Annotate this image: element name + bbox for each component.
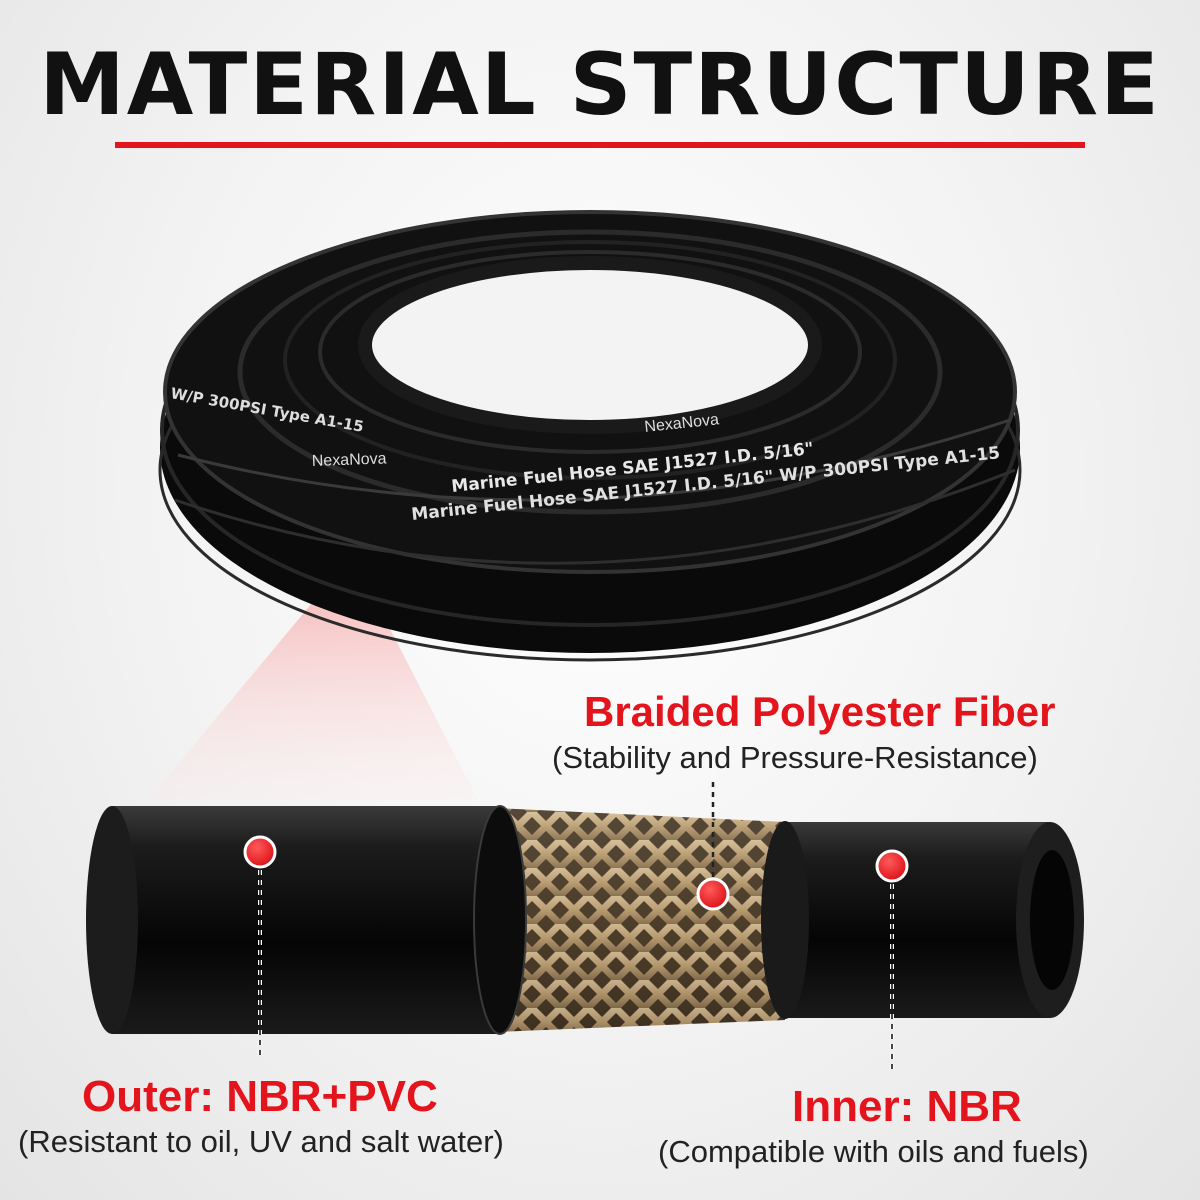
hose-brand-label: NexaNova	[312, 450, 387, 470]
inner-layer-description: (Compatible with oils and fuels)	[658, 1134, 1089, 1169]
outer-layer-description: (Resistant to oil, UV and salt water)	[18, 1124, 504, 1159]
outer-layer-marker	[243, 835, 277, 869]
inner-layer-name: Inner: NBR	[792, 1082, 1022, 1131]
inner-layer-marker	[875, 849, 909, 883]
outer-layer-name: Outer: NBR+PVC	[82, 1072, 438, 1121]
page-title: MATERIAL STRUCTURE	[39, 35, 1161, 135]
braid-layer-marker	[696, 877, 730, 911]
hose-coil	[158, 210, 1022, 662]
braid-layer-name: Braided Polyester Fiber	[584, 688, 1056, 735]
title-underline	[115, 142, 1085, 148]
spotlight-beam	[148, 555, 478, 800]
braid-layer-description: (Stability and Pressure-Resistance)	[552, 740, 1038, 775]
hose-cutaway	[86, 805, 1084, 1035]
